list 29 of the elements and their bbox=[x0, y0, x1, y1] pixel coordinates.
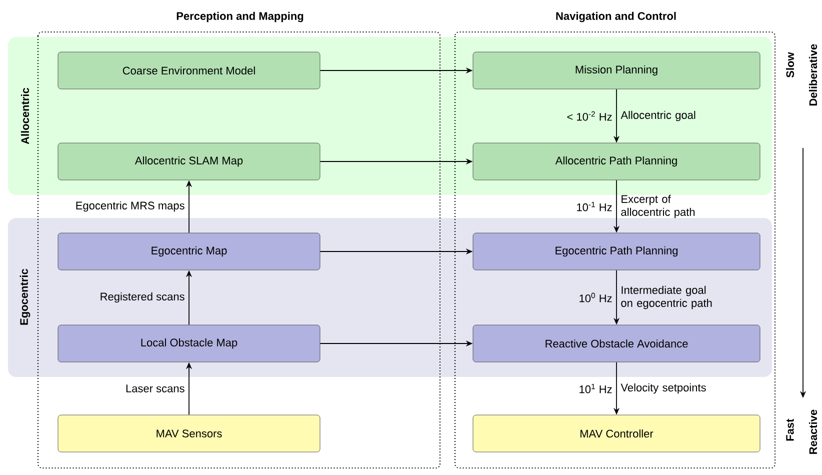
frequency-label: 10$^{1}$ Hz bbox=[580, 384, 612, 394]
process-box: MAV Controller bbox=[472, 414, 760, 452]
process-box: Coarse Environment Model bbox=[58, 52, 320, 90]
process-box: Allocentric Path Planning bbox=[472, 142, 760, 180]
edge-label: Allocentric goal bbox=[620, 110, 696, 122]
edge-label: Laser scans bbox=[126, 384, 184, 392]
process-box: Reactive Obstacle Avoidance bbox=[472, 324, 760, 362]
edge-label: Velocity setpoints bbox=[620, 383, 706, 394]
process-box: Egocentric Map bbox=[58, 232, 320, 270]
edge-label: Intermediate goal on egocentric path bbox=[621, 286, 712, 310]
process-box: Allocentric SLAM Map bbox=[58, 142, 320, 180]
process-box: Egocentric Path Planning bbox=[472, 232, 760, 270]
side-label: Fast bbox=[786, 418, 794, 441]
side-label: Reactive bbox=[808, 410, 818, 454]
edge-label: Registered scans bbox=[100, 292, 184, 303]
side-label: Slow bbox=[786, 52, 794, 78]
frequency-label: < 10$^{-2}$ Hz bbox=[567, 111, 612, 121]
process-box: Local Obstacle Map bbox=[58, 324, 320, 362]
frequency-label: 10$^{-1}$ Hz bbox=[577, 202, 612, 212]
frequency-label: 10$^{0}$ Hz bbox=[580, 292, 612, 302]
column-heading: Perception and Mapping bbox=[176, 12, 304, 22]
band-title: Allocentric bbox=[20, 88, 30, 144]
process-box: Mission Planning bbox=[472, 52, 760, 90]
edge-label: Egocentric MRS maps bbox=[76, 201, 184, 212]
band-title: Egocentric bbox=[20, 268, 30, 325]
process-box: MAV Sensors bbox=[58, 414, 320, 452]
side-label: Deliberative bbox=[808, 44, 818, 106]
edge-label: Excerpt of allocentric path bbox=[621, 194, 695, 218]
column-heading: Navigation and Control bbox=[556, 12, 676, 22]
